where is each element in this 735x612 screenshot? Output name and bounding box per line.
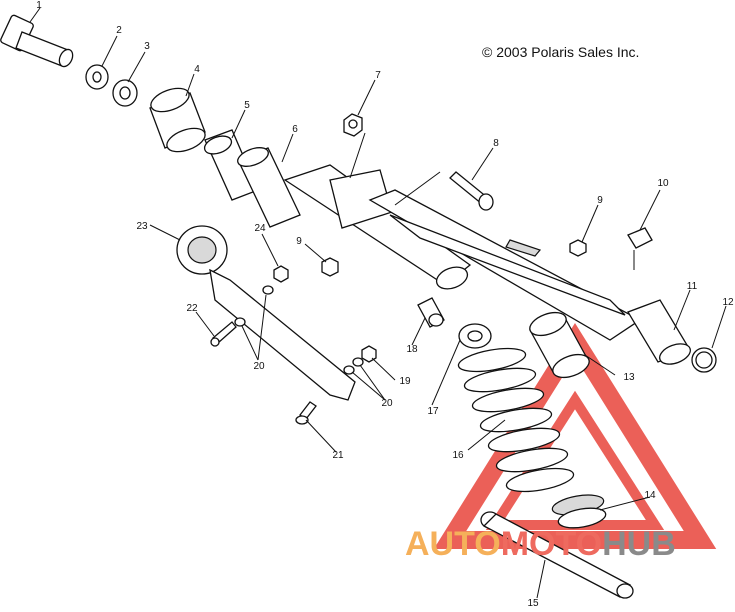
- shock-spring-coils: [457, 347, 575, 493]
- callout-23: 23: [136, 221, 148, 232]
- callout-11: 11: [687, 281, 698, 292]
- part-24-nut: [273, 265, 289, 283]
- part-23-torque-arm: [176, 225, 356, 401]
- part-1-pivot-bolt: [0, 14, 74, 68]
- part-21-bolt: [295, 401, 317, 425]
- callout-6: 6: [292, 124, 298, 135]
- callout-8: 8: [493, 138, 499, 149]
- part-9-nut-left: [321, 257, 339, 277]
- callout-7: 7: [375, 70, 381, 81]
- callout-16: 16: [452, 450, 464, 461]
- part-7-nut: [343, 113, 363, 137]
- callout-20-right: 20: [381, 398, 393, 409]
- callout-18: 18: [406, 344, 418, 355]
- callout-9-right: 9: [597, 195, 603, 206]
- callout-1: 1: [36, 0, 42, 11]
- watermark-logo: AUTOMOTOHUB: [405, 525, 676, 563]
- callout-2: 2: [116, 25, 122, 36]
- leader-lines: [29, 7, 727, 599]
- part-2-washer: [85, 64, 109, 90]
- watermark-text-auto: AUTO: [405, 525, 501, 563]
- part-8-bolt: [449, 171, 494, 211]
- part-3-washer: [112, 79, 138, 107]
- callout-5: 5: [244, 100, 250, 111]
- callout-20-left: 20: [253, 361, 265, 372]
- callout-labels: 1 2 3 4 5 6 7 8 9 9 10 11 12 13 14 15 16…: [36, 0, 734, 609]
- svg-text:AUTOMOTOHUB: AUTOMOTOHUB: [405, 525, 676, 563]
- watermark-text-hub: HUB: [602, 525, 676, 563]
- callout-14: 14: [644, 490, 656, 501]
- part-15-lower-bolt: [480, 511, 634, 599]
- part-4-bushing: [149, 87, 206, 153]
- part-20-washers: [234, 285, 364, 375]
- callout-3: 3: [144, 41, 150, 52]
- callout-24: 24: [254, 223, 266, 234]
- watermark-text-moto: MOTO: [501, 525, 602, 563]
- callout-21: 21: [332, 450, 344, 461]
- callout-15: 15: [527, 598, 539, 607]
- callout-10: 10: [657, 178, 669, 189]
- part-12-ring: [691, 347, 717, 373]
- part-22-bolt: [210, 321, 237, 347]
- callout-9-left: 9: [296, 236, 302, 247]
- part-6-sleeve: [237, 147, 301, 228]
- callout-17: 17: [427, 406, 439, 417]
- part-16-shock-absorber: [457, 323, 607, 529]
- part-13-bushing: [529, 311, 590, 379]
- part-18-bushing: [417, 297, 445, 328]
- part-11-swing-arm: [283, 164, 691, 365]
- callout-22: 22: [186, 303, 198, 314]
- callout-13: 13: [623, 372, 635, 383]
- callout-19: 19: [399, 376, 411, 387]
- callout-12: 12: [722, 297, 734, 308]
- part-10-clip: [627, 227, 653, 270]
- part-9-nut-right: [569, 239, 587, 257]
- callout-4: 4: [194, 64, 200, 75]
- copyright-notice: © 2003 Polaris Sales Inc.: [482, 44, 639, 60]
